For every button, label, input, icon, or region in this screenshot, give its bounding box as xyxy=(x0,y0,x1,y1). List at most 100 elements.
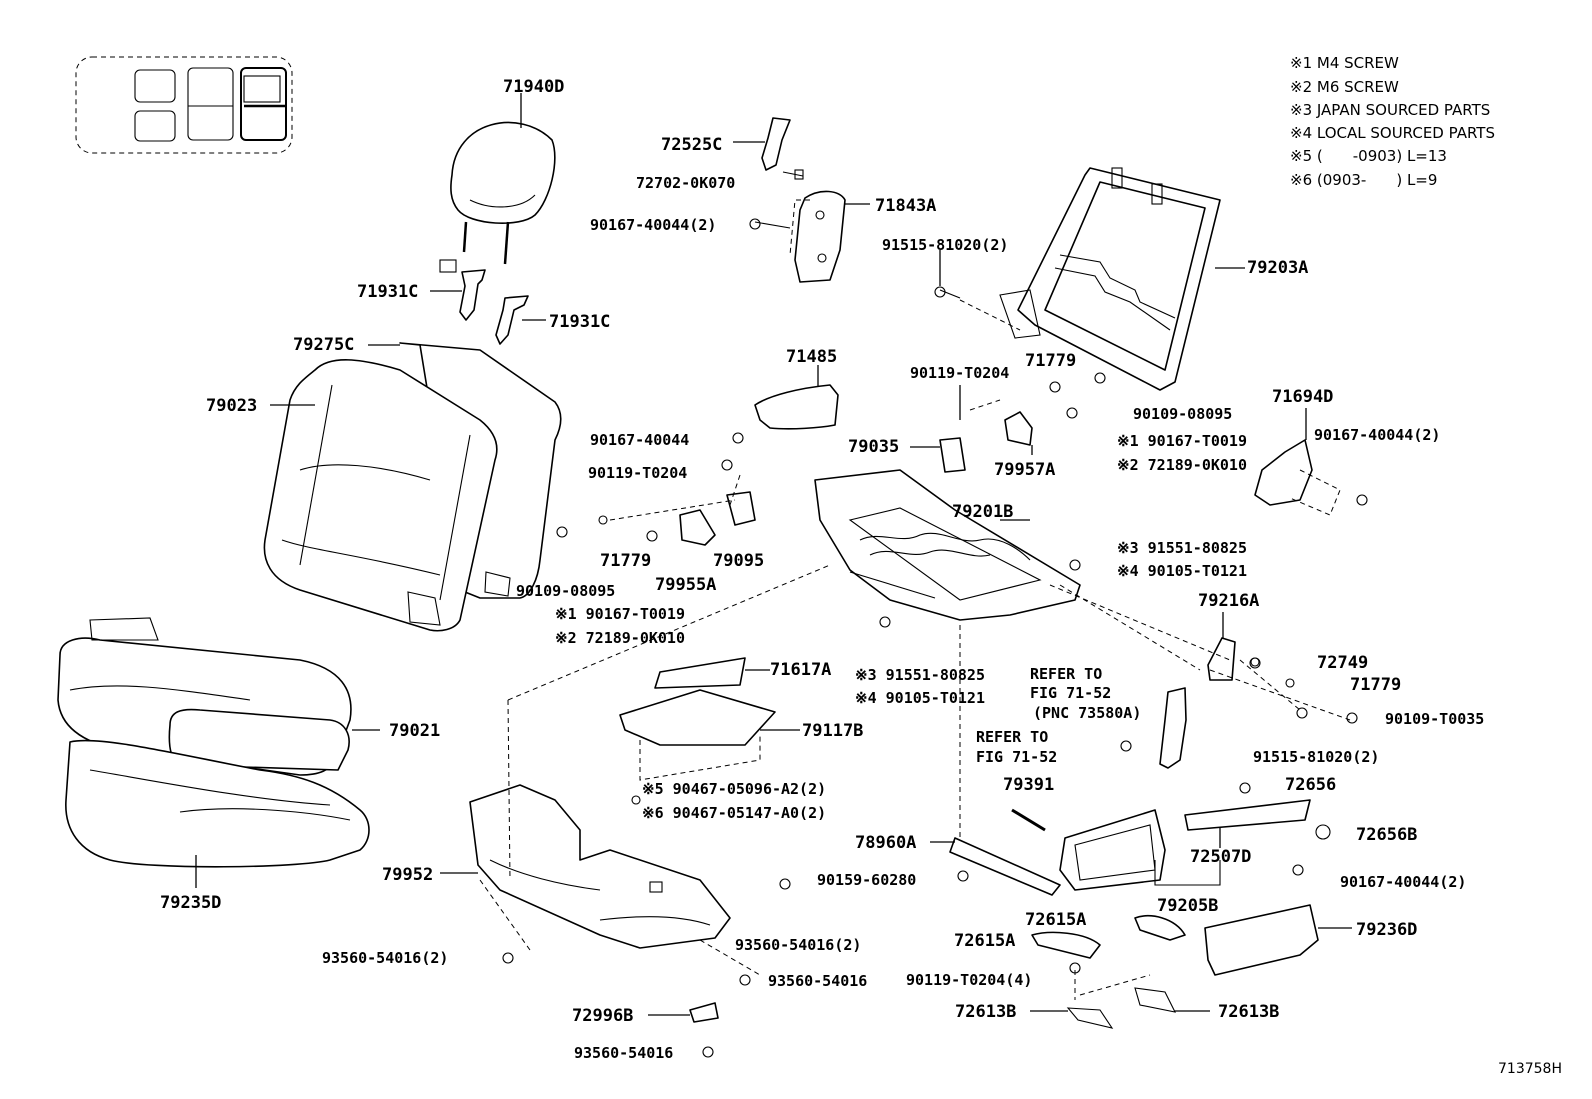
label-79203a: 79203A xyxy=(1247,258,1308,278)
clip-72996b xyxy=(648,1002,719,1023)
label-71485: 71485 xyxy=(786,347,837,367)
label-72613b-a: 72613B xyxy=(955,1002,1016,1022)
label-90119-t0204-4: 90119-T0204(4) xyxy=(906,971,1032,989)
cover-79236d xyxy=(1204,904,1352,976)
refer1-line1: REFER TO xyxy=(1030,665,1102,683)
label-90105-t0121-a: ※4 90105-T0121 xyxy=(1117,562,1247,580)
label-90167-t0019-a: ※1 90167-T0019 xyxy=(1117,432,1247,450)
label-91551-80825-b: ※3 91551-80825 xyxy=(855,666,985,684)
pad-71617a xyxy=(654,657,770,689)
legend-note-1: ※1 M4 SCREW xyxy=(1290,54,1399,72)
label-79035: 79035 xyxy=(848,437,899,457)
bracket-72613b xyxy=(1030,987,1210,1029)
label-71617a: 71617A xyxy=(770,660,831,680)
label-72507d: 72507D xyxy=(1190,847,1251,867)
label-72615a-b: 72615A xyxy=(954,931,1015,951)
label-90109-t0035: 90109-T0035 xyxy=(1385,710,1484,728)
bracket-72525c xyxy=(733,117,804,180)
label-90167-40044-2-b: 90167-40044(2) xyxy=(1314,426,1440,444)
diagram-id: 713758H xyxy=(1498,1061,1562,1077)
legend: ※1 M4 SCREW ※2 M6 SCREW ※3 JAPAN SOURCED… xyxy=(1290,54,1495,189)
label-93560-54016-2-b: 93560-54016(2) xyxy=(735,936,861,954)
seatbelt-73580a xyxy=(1159,687,1187,769)
label-91515-81020-2-b: 91515-81020(2) xyxy=(1253,748,1379,766)
label-72749: 72749 xyxy=(1317,653,1368,673)
mechanism-79205b xyxy=(1059,809,1221,891)
legend-note-2: ※2 M6 SCREW xyxy=(1290,78,1399,96)
label-72702-0k070: 72702-0K070 xyxy=(636,174,735,192)
fasteners xyxy=(502,372,1368,1058)
tray-79117b xyxy=(619,689,800,746)
label-72656b: 72656B xyxy=(1356,825,1417,845)
label-79216a: 79216A xyxy=(1198,591,1259,611)
label-78960a: 78960A xyxy=(855,833,916,853)
label-90119-t0204-a: 90119-T0204 xyxy=(910,364,1009,382)
label-71779-c: 71779 xyxy=(1350,675,1401,695)
bracket-79955a xyxy=(679,509,716,546)
bracket-79957a xyxy=(1004,411,1033,455)
label-71931c-b: 71931C xyxy=(549,312,610,332)
label-90167-40044-2-a: 90167-40044(2) xyxy=(590,216,716,234)
leader-lines xyxy=(479,399,1351,1000)
label-93560-54016-b: 93560-54016 xyxy=(574,1044,673,1062)
bracket-79216a xyxy=(1207,612,1236,681)
label-79023: 79023 xyxy=(206,396,257,416)
label-79952: 79952 xyxy=(382,865,433,885)
label-90109-08095-a: 90109-08095 xyxy=(1133,405,1232,423)
legend-note-4: ※4 LOCAL SOURCED PARTS xyxy=(1290,124,1495,142)
label-79095: 79095 xyxy=(713,551,764,571)
refer2-line2: FIG 71-52 xyxy=(976,748,1057,766)
label-72615a-a: 72615A xyxy=(1025,910,1086,930)
label-90167-40044-2-c: 90167-40044(2) xyxy=(1340,873,1466,891)
label-71931c-a: 71931C xyxy=(357,282,418,302)
label-79205b: 79205B xyxy=(1157,896,1218,916)
bracket-71694d xyxy=(1254,408,1341,516)
label-79235d: 79235D xyxy=(160,893,221,913)
label-91551-80825-a: ※3 91551-80825 xyxy=(1117,539,1247,557)
label-91515-81020-2-a: 91515-81020(2) xyxy=(882,236,1008,254)
label-90159-60280: 90159-60280 xyxy=(817,871,916,889)
cover-72507d xyxy=(1184,799,1311,848)
label-90105-t0121-b: ※4 90105-T0121 xyxy=(855,689,985,707)
label-79957a: 79957A xyxy=(994,460,1055,480)
label-79201b: 79201B xyxy=(952,502,1013,522)
bracket-79035 xyxy=(910,385,966,473)
label-72189-0k010-b: ※2 72189-0K010 xyxy=(555,629,685,647)
label-72189-0k010-a: ※2 72189-0K010 xyxy=(1117,456,1247,474)
rail-78960a xyxy=(930,837,1061,896)
label-72613b-b: 72613B xyxy=(1218,1002,1279,1022)
seatback-frame-79203a xyxy=(934,167,1245,391)
cover-72615a xyxy=(1031,914,1186,959)
label-71940d: 71940D xyxy=(503,77,564,97)
headrest-71940d xyxy=(450,93,556,265)
headrest-support-71931c xyxy=(430,269,546,345)
label-79117b: 79117B xyxy=(802,721,863,741)
bolt-79391 xyxy=(1011,808,1046,832)
label-90467-05147-a0: ※6 90467-05147-A0(2) xyxy=(642,804,826,822)
label-72996b: 72996B xyxy=(572,1006,633,1026)
label-93560-54016-a: 93560-54016 xyxy=(768,972,867,990)
seat-base-79952 xyxy=(440,784,731,949)
label-90167-t0019-b: ※1 90167-T0019 xyxy=(555,605,685,623)
bracket-79095 xyxy=(726,491,756,526)
label-71779-b: 71779 xyxy=(600,551,651,571)
seat-cushion-pad-79235d xyxy=(65,739,370,888)
cover-71843a xyxy=(749,190,870,283)
part-labels: 71940D 72525C 72702-0K070 71843A 90167-4… xyxy=(160,77,1484,1062)
refer-notes: REFER TO FIG 71-52 (PNC 73580A) REFER TO… xyxy=(976,665,1141,766)
label-72525c: 72525C xyxy=(661,135,722,155)
cover-71485 xyxy=(754,365,839,430)
seatback-79023 xyxy=(263,259,562,632)
label-79275c: 79275C xyxy=(293,335,354,355)
label-79391: 79391 xyxy=(1003,775,1054,795)
seat-position-inset xyxy=(75,56,293,154)
label-71843a: 71843A xyxy=(875,196,936,216)
refer2-line1: REFER TO xyxy=(976,728,1048,746)
label-90109-08095-b: 90109-08095 xyxy=(516,582,615,600)
label-72656: 72656 xyxy=(1285,775,1336,795)
label-79021: 79021 xyxy=(389,721,440,741)
label-79955a: 79955A xyxy=(655,575,716,595)
legend-note-6: ※6 (0903- ) L=9 xyxy=(1290,171,1437,189)
seat-frame-79201b xyxy=(814,469,1081,621)
